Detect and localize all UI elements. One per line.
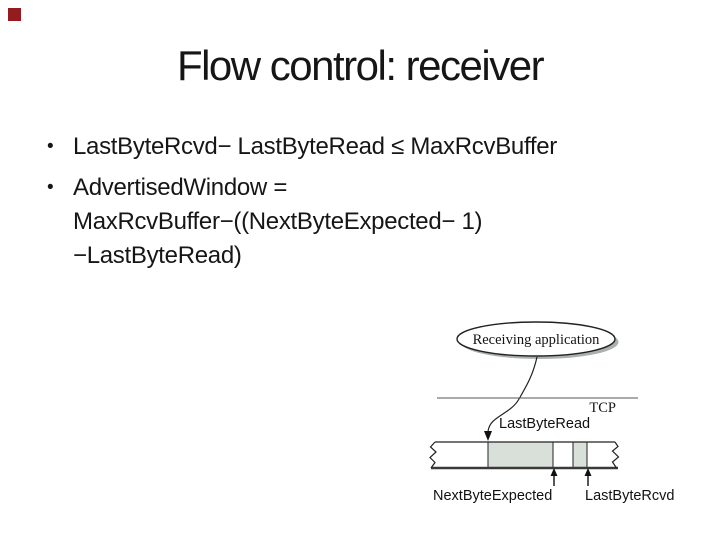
next-byte-expected-label: NextByteExpected xyxy=(433,488,552,504)
up-arrowhead-icon xyxy=(584,468,592,476)
last-byte-rcvd-label: LastByteRcvd xyxy=(585,488,674,504)
up-arrowhead-icon xyxy=(550,468,558,476)
down-arrowhead-icon xyxy=(484,431,492,441)
receiving-application-ellipse xyxy=(456,321,616,357)
receiving-application-label: Receiving application xyxy=(473,332,601,348)
bullet-dot-icon: • xyxy=(47,136,54,157)
bullet-text-2: AdvertisedWindow = MaxRcvBuffer−((NextBy… xyxy=(73,174,483,269)
tcp-label: TCP xyxy=(589,400,616,416)
slide-title: Flow control: receiver xyxy=(176,42,545,89)
torn-edge-left-icon xyxy=(429,441,437,469)
bullet-list: • LastByteRcvd− LastByteRead ≤ MaxRcvBuf… xyxy=(44,130,654,273)
slide-accent-square xyxy=(8,8,21,21)
bullet-item-1: • LastByteRcvd− LastByteRead ≤ MaxRcvBuf… xyxy=(44,130,654,164)
app-to-buffer-arrow xyxy=(487,356,538,433)
bullet-item-2: • AdvertisedWindow = MaxRcvBuffer−((Next… xyxy=(44,171,654,273)
out-of-order-segment-region xyxy=(572,441,588,468)
bullet-text-1: LastByteRcvd− LastByteRead ≤ MaxRcvBuffe… xyxy=(73,133,557,160)
buffered-data-region xyxy=(487,441,554,468)
bullet-dot-icon: • xyxy=(47,177,54,198)
tcp-receive-buffer-diagram: Receiving application TCP LastByteRead N… xyxy=(429,321,674,504)
torn-edge-right-icon xyxy=(611,441,620,469)
last-byte-read-label: LastByteRead xyxy=(499,416,590,432)
